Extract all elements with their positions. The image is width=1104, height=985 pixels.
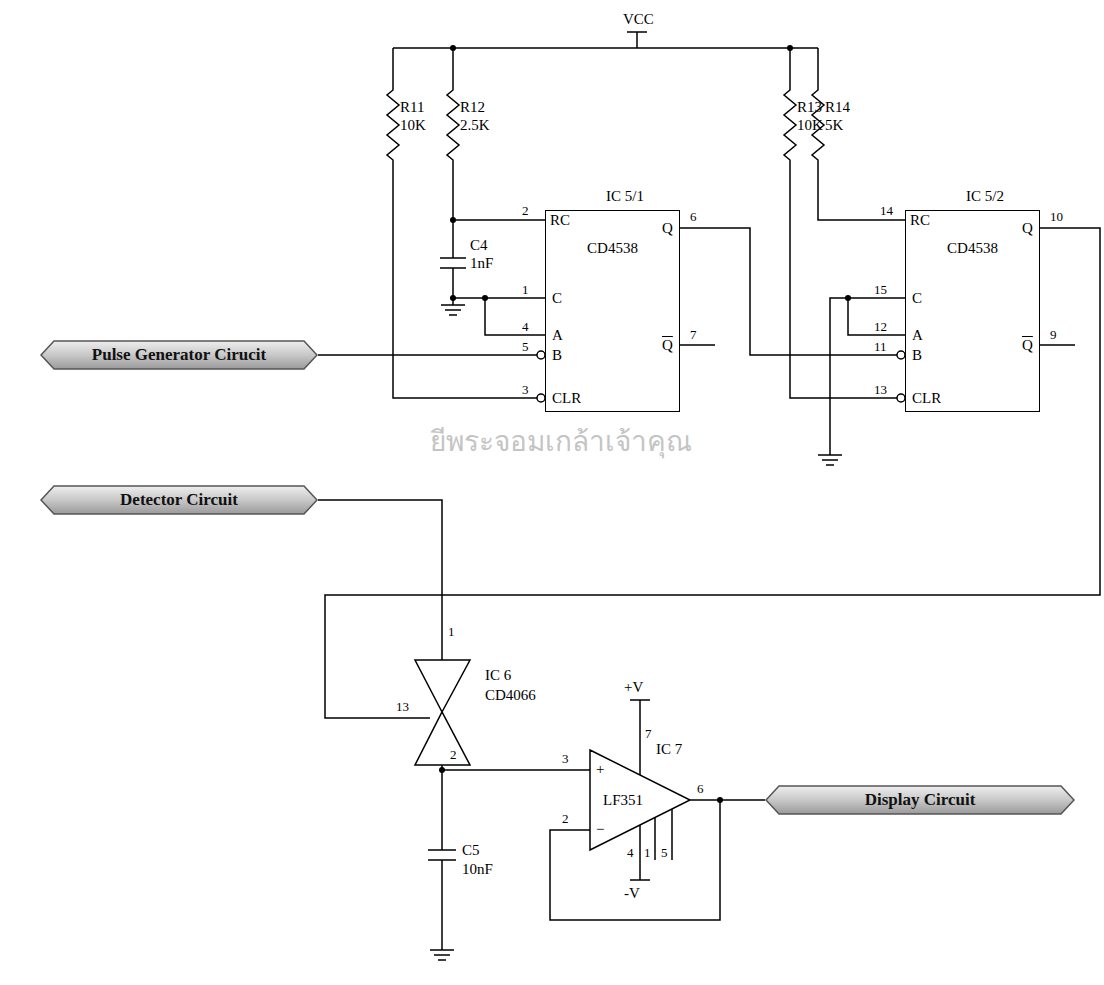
pin-number: 4 [522,320,529,333]
resistor-value: 2.5K [460,118,490,133]
resistor-name: R14 [825,100,850,115]
pin-name: RC [910,213,930,228]
pin-number: 15 [874,283,887,296]
pin-number: 2 [450,748,457,761]
pin-name: B [912,348,922,363]
resistor-value: 5K [825,118,843,133]
connector-label: Pulse Generator Cirucit [40,340,318,370]
ic-name: IC 5/2 [966,189,1004,204]
pin-number: 5 [661,846,668,859]
off-page-connector: Pulse Generator Cirucit [40,340,318,370]
ic-name: IC 5/1 [606,189,644,204]
pin-number: 14 [880,204,893,217]
resistor-name: R12 [460,100,485,115]
pin-number: 13 [874,383,887,396]
pin-name: Q [662,338,673,353]
resistor-name: R11 [400,100,424,115]
pin-number: 2 [562,812,569,825]
pin-number: 10 [1050,210,1063,223]
connector-label: Detector Circuit [40,485,318,515]
pin-name: Q [662,221,673,236]
signal-wire [318,354,537,356]
capacitor-value: 10nF [462,862,493,877]
pin-number: 3 [522,383,529,396]
capacitor-value: 1nF [470,256,493,271]
pin-number: 12 [874,320,887,333]
ic-type: CD4066 [485,688,536,703]
off-page-connector: Display Circuit [765,785,1075,815]
resistor-value: 10K [400,118,426,133]
pin-number: 3 [562,752,569,765]
pin-number: 11 [874,340,887,353]
pin-name: C [552,291,562,306]
supply-label: VCC [623,12,654,27]
watermark: ยีพระจอมเกล้าเจ้าคุณ [430,428,692,456]
pin-number: 1 [448,625,455,638]
ic-type: CD4538 [906,241,1039,256]
pin-name: CLR [912,391,941,406]
ic-package: IC 5/1CD4538 [545,210,680,412]
pin-name: Q [1022,221,1033,236]
pin-name: A [552,328,563,343]
off-page-connector: Detector Circuit [40,485,318,515]
pin-name: Q [1022,338,1033,353]
capacitor-name: C5 [462,843,480,858]
pin-name: A [912,328,923,343]
pin-number: 5 [522,340,529,353]
resistor-name: R13 [797,100,822,115]
input-sign: + [596,762,604,777]
pin-number: 1 [644,846,651,859]
supply-label: +V [624,680,643,695]
ic-name: IC 6 [485,668,511,683]
signal-wire [680,228,897,355]
supply-label: -V [624,886,640,901]
pin-number: 13 [396,700,409,713]
pin-name: B [552,348,562,363]
pin-name: RC [550,213,570,228]
input-sign: − [596,822,604,837]
pin-number: 4 [627,846,634,859]
pin-number: 7 [690,328,697,341]
ic-package: IC 5/2CD4538 [905,210,1040,412]
pin-number: 1 [522,283,529,296]
pin-number: 7 [645,727,652,740]
capacitor-name: C4 [470,238,488,253]
resistor-value: 10K [797,118,823,133]
opamp-type: LF351 [603,793,643,808]
pin-number: 2 [522,204,529,217]
connector-label: Display Circuit [765,785,1075,815]
pin-name: CLR [552,391,581,406]
pin-number: 6 [697,782,704,795]
pin-number: 9 [1050,328,1057,341]
pin-number: 6 [690,210,697,223]
pin-name: C [912,291,922,306]
ic-type: CD4538 [546,241,679,256]
ic-name: IC 7 [656,742,682,757]
